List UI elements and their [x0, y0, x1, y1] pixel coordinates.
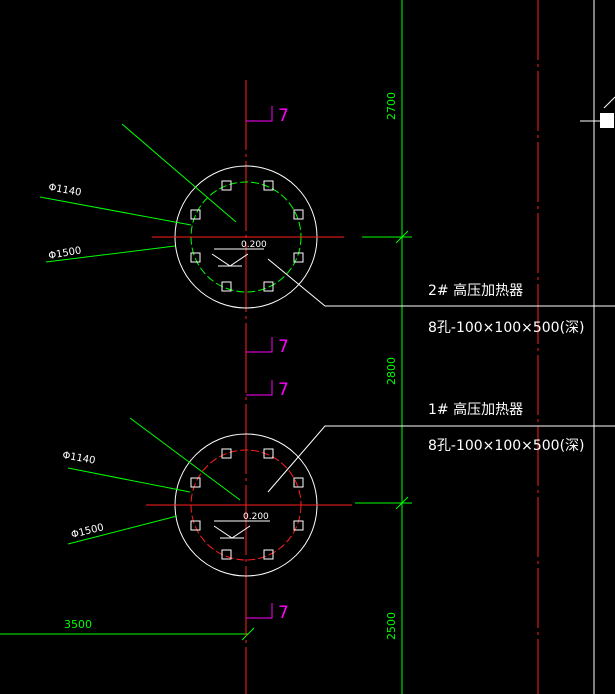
- leader-line-outer-diameter: [45, 245, 176, 263]
- anchor-hole: [190, 520, 201, 531]
- anchor-hole: [263, 281, 274, 292]
- anchor-hole: [293, 252, 304, 263]
- section-marker-2: 7: [246, 337, 289, 357]
- anchor-hole: [263, 549, 274, 560]
- elevation-triangle: [211, 253, 249, 267]
- label-leader: [267, 425, 615, 493]
- anchor-hole: [190, 477, 201, 488]
- heater-foundation-2: 0.200 Φ1140 Φ1500 2# 高压加热器 8孔-100×100×50…: [39, 123, 615, 336]
- anchor-hole: [293, 477, 304, 488]
- marker-square: [600, 113, 614, 128]
- section-label: 7: [278, 380, 289, 400]
- dimension-text-2500: 2500: [385, 612, 398, 640]
- section-label: 7: [278, 337, 289, 357]
- section-marker-4: 7: [246, 603, 289, 623]
- heater-name-label: 2# 高压加热器: [428, 282, 523, 299]
- leader-line: [121, 123, 237, 223]
- elevation-text: 0.200: [243, 512, 269, 522]
- section-label: 7: [278, 603, 289, 623]
- leader-line-inner-diameter: [39, 196, 192, 226]
- anchor-hole: [221, 281, 232, 292]
- label-leader: [267, 258, 615, 307]
- heater-foundation-1: 0.200 Φ1140 Φ1500 1# 高压加热器 8孔-100×100×50…: [61, 401, 615, 577]
- dimension-tick: [241, 627, 255, 641]
- section-marker-3: 7: [246, 380, 289, 400]
- dimension-text-2800: 2800: [385, 357, 398, 385]
- dimension-text-3500: 3500: [64, 618, 92, 631]
- outer-diameter-label: Φ1500: [70, 522, 105, 541]
- elevation-text: 0.200: [241, 240, 267, 250]
- leader-line: [129, 417, 241, 501]
- anchor-hole: [293, 209, 304, 220]
- heater-name-label: 1# 高压加热器: [428, 401, 523, 418]
- anchor-hole: [221, 549, 232, 560]
- anchor-hole: [263, 180, 274, 191]
- inner-diameter-label: Φ1140: [47, 182, 82, 199]
- anchor-hole: [293, 520, 304, 531]
- leader-line-inner-diameter: [67, 467, 191, 493]
- marker-diagonal: [603, 96, 615, 109]
- holes-spec-label: 8孔-100×100×500(深): [428, 438, 585, 454]
- holes-spec-label: 8孔-100×100×500(深): [428, 320, 585, 336]
- dimension-text-2700: 2700: [385, 92, 398, 120]
- anchor-hole: [190, 209, 201, 220]
- anchor-hole: [263, 448, 274, 459]
- leader-line-outer-diameter: [67, 515, 178, 545]
- anchor-holes: [190, 180, 304, 292]
- anchor-hole: [221, 448, 232, 459]
- anchor-holes: [190, 448, 304, 560]
- section-marker-1: 7: [246, 106, 289, 126]
- anchor-hole: [190, 252, 201, 263]
- section-label: 7: [278, 106, 289, 126]
- elevation-triangle: [213, 525, 251, 539]
- anchor-hole: [221, 180, 232, 191]
- inner-diameter-label: Φ1140: [61, 450, 96, 467]
